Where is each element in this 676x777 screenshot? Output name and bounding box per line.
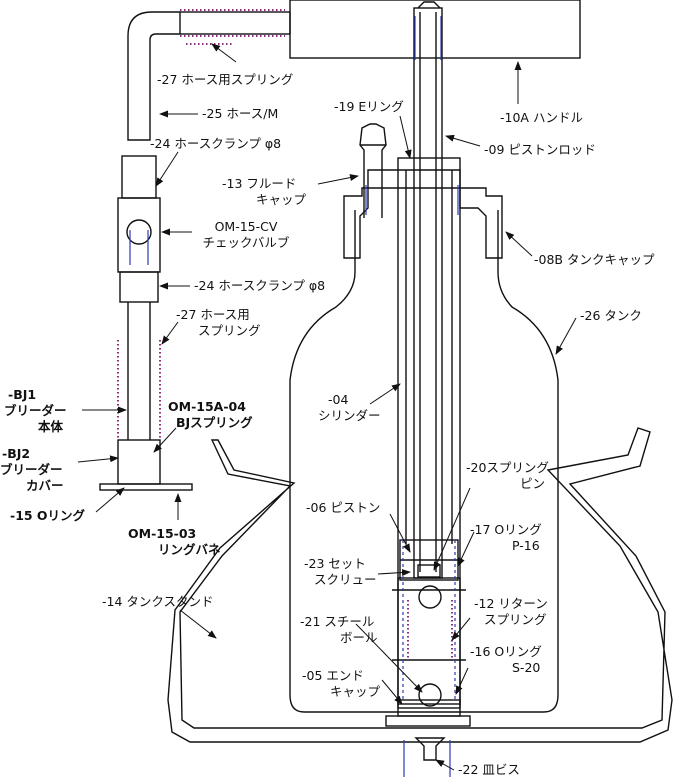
piston-rod [413, 7, 443, 579]
label-end-cap-1: -05 エンド [302, 668, 364, 683]
tank-cap [343, 169, 503, 259]
leader-hose-spring-2 [161, 321, 179, 345]
hose-clamp-upper [121, 155, 157, 199]
label-cylinder-1: -04 [328, 392, 349, 407]
leader-tank-stand [179, 609, 217, 639]
leader-return-spring [451, 617, 471, 641]
label-ring-spring-2: リングバネ [158, 542, 221, 557]
label-set-screw-1: -23 セット [304, 556, 366, 571]
label-end-cap-2: キャップ [330, 684, 381, 699]
hose [127, 11, 180, 141]
leader-tank [555, 317, 577, 355]
label-check-valve-1: OM-15-CV [214, 219, 278, 234]
leader-hose-spring [211, 43, 237, 63]
label-oring-17-1: -17 Oリング [470, 522, 542, 537]
label-bj2-2: ブリーダー [0, 462, 63, 477]
label-tank: -26 タンク [580, 308, 642, 323]
label-check-valve-2: チェックバルブ [202, 235, 290, 250]
steel-ball-upper [418, 585, 442, 609]
cylinder [397, 157, 461, 705]
hose-end [179, 11, 291, 35]
fluid-cap [359, 123, 387, 218]
label-oring-15: -15 Oリング [10, 508, 86, 523]
leader-hose-clamp-1 [155, 151, 179, 187]
label-handle: -10A ハンドル [500, 110, 583, 125]
steel-ball-lower [418, 683, 442, 707]
label-bj2-3: カバー [26, 478, 64, 493]
leader-cylinder [369, 383, 401, 405]
leader-spring-pin [433, 487, 471, 571]
label-fluid-cap-2: キャップ [256, 192, 307, 207]
bleeder-cover [99, 483, 193, 491]
label-bj1-3: 本体 [38, 419, 64, 434]
leader-oring-15 [95, 487, 125, 513]
label-hose: -25 ホース/M [202, 106, 279, 121]
check-valve-ball [126, 219, 152, 245]
leader-steel-ball [355, 623, 423, 693]
label-bj1-1: -BJ1 [8, 387, 37, 402]
label-hose-clamp-1: -24 ホースクランプ φ8 [150, 136, 282, 151]
leader-tank-cap [505, 231, 533, 257]
label-bj2-1: -BJ2 [2, 446, 31, 461]
label-flat-screw: -22 皿ビス [458, 762, 520, 777]
tank-stand [167, 427, 673, 743]
label-spring-pin-2: ピン [520, 476, 546, 491]
label-ring-spring-1: OM-15-03 [128, 526, 197, 541]
leader-piston [389, 513, 411, 553]
label-hose-spring-1: -27 ホース用 [176, 307, 250, 322]
hose-clamp-lower [119, 271, 159, 303]
label-oring-16-2: S-20 [512, 660, 541, 675]
leader-end-cap [381, 679, 403, 705]
label-bj-spring-2: BJスプリング [176, 415, 253, 430]
label-return-spring-1: -12 リターン [474, 596, 548, 611]
leader-oring-17 [457, 531, 475, 567]
leader-e-ring [399, 115, 412, 159]
label-oring-16-1: -16 Oリング [470, 644, 542, 659]
label-spring-pin-1: -20スプリング [466, 460, 549, 475]
tank-body [289, 210, 559, 713]
label-tank-stand: -14 タンクスタンド [102, 594, 214, 609]
leader-bj-spring [153, 427, 177, 453]
label-steel-ball-2: ボール [340, 630, 378, 645]
label-set-screw-2: スクリュー [314, 572, 377, 587]
leader-set-screw [377, 569, 411, 576]
label-steel-ball-1: -21 スチール [300, 614, 375, 629]
label-hose-spring-2: スプリング [198, 323, 261, 338]
leader-flat-screw [435, 759, 455, 771]
label-bj1-2: ブリーダー [4, 403, 67, 418]
leader-bj2 [77, 455, 119, 463]
label-return-spring-2: スプリング [484, 612, 547, 627]
label-e-ring: -19 Eリング [334, 99, 404, 114]
label-cylinder-2: シリンダー [318, 408, 381, 423]
label-tank-cap: -08B タンクキャップ [534, 252, 655, 267]
valve-body [397, 577, 461, 709]
check-valve-body [117, 197, 161, 273]
leader-piston-rod [445, 134, 481, 147]
label-piston: -06 ピストン [306, 500, 381, 515]
leader-fluid-cap [317, 174, 359, 185]
leader-oring-16 [455, 667, 469, 695]
label-hose-clamp-2: -24 ホースクランプ φ8 [194, 278, 326, 293]
label-piston-rod: -09 ピストンロッド [484, 142, 596, 157]
label-oring-17-2: P-16 [512, 538, 540, 553]
label-hose-spring-top: -27 ホース用スプリング [157, 72, 294, 87]
label-bj-spring-1: OM-15A-04 [168, 399, 246, 414]
bleeder-body [117, 439, 161, 485]
label-fluid-cap-1: -13 フルード [222, 176, 297, 191]
